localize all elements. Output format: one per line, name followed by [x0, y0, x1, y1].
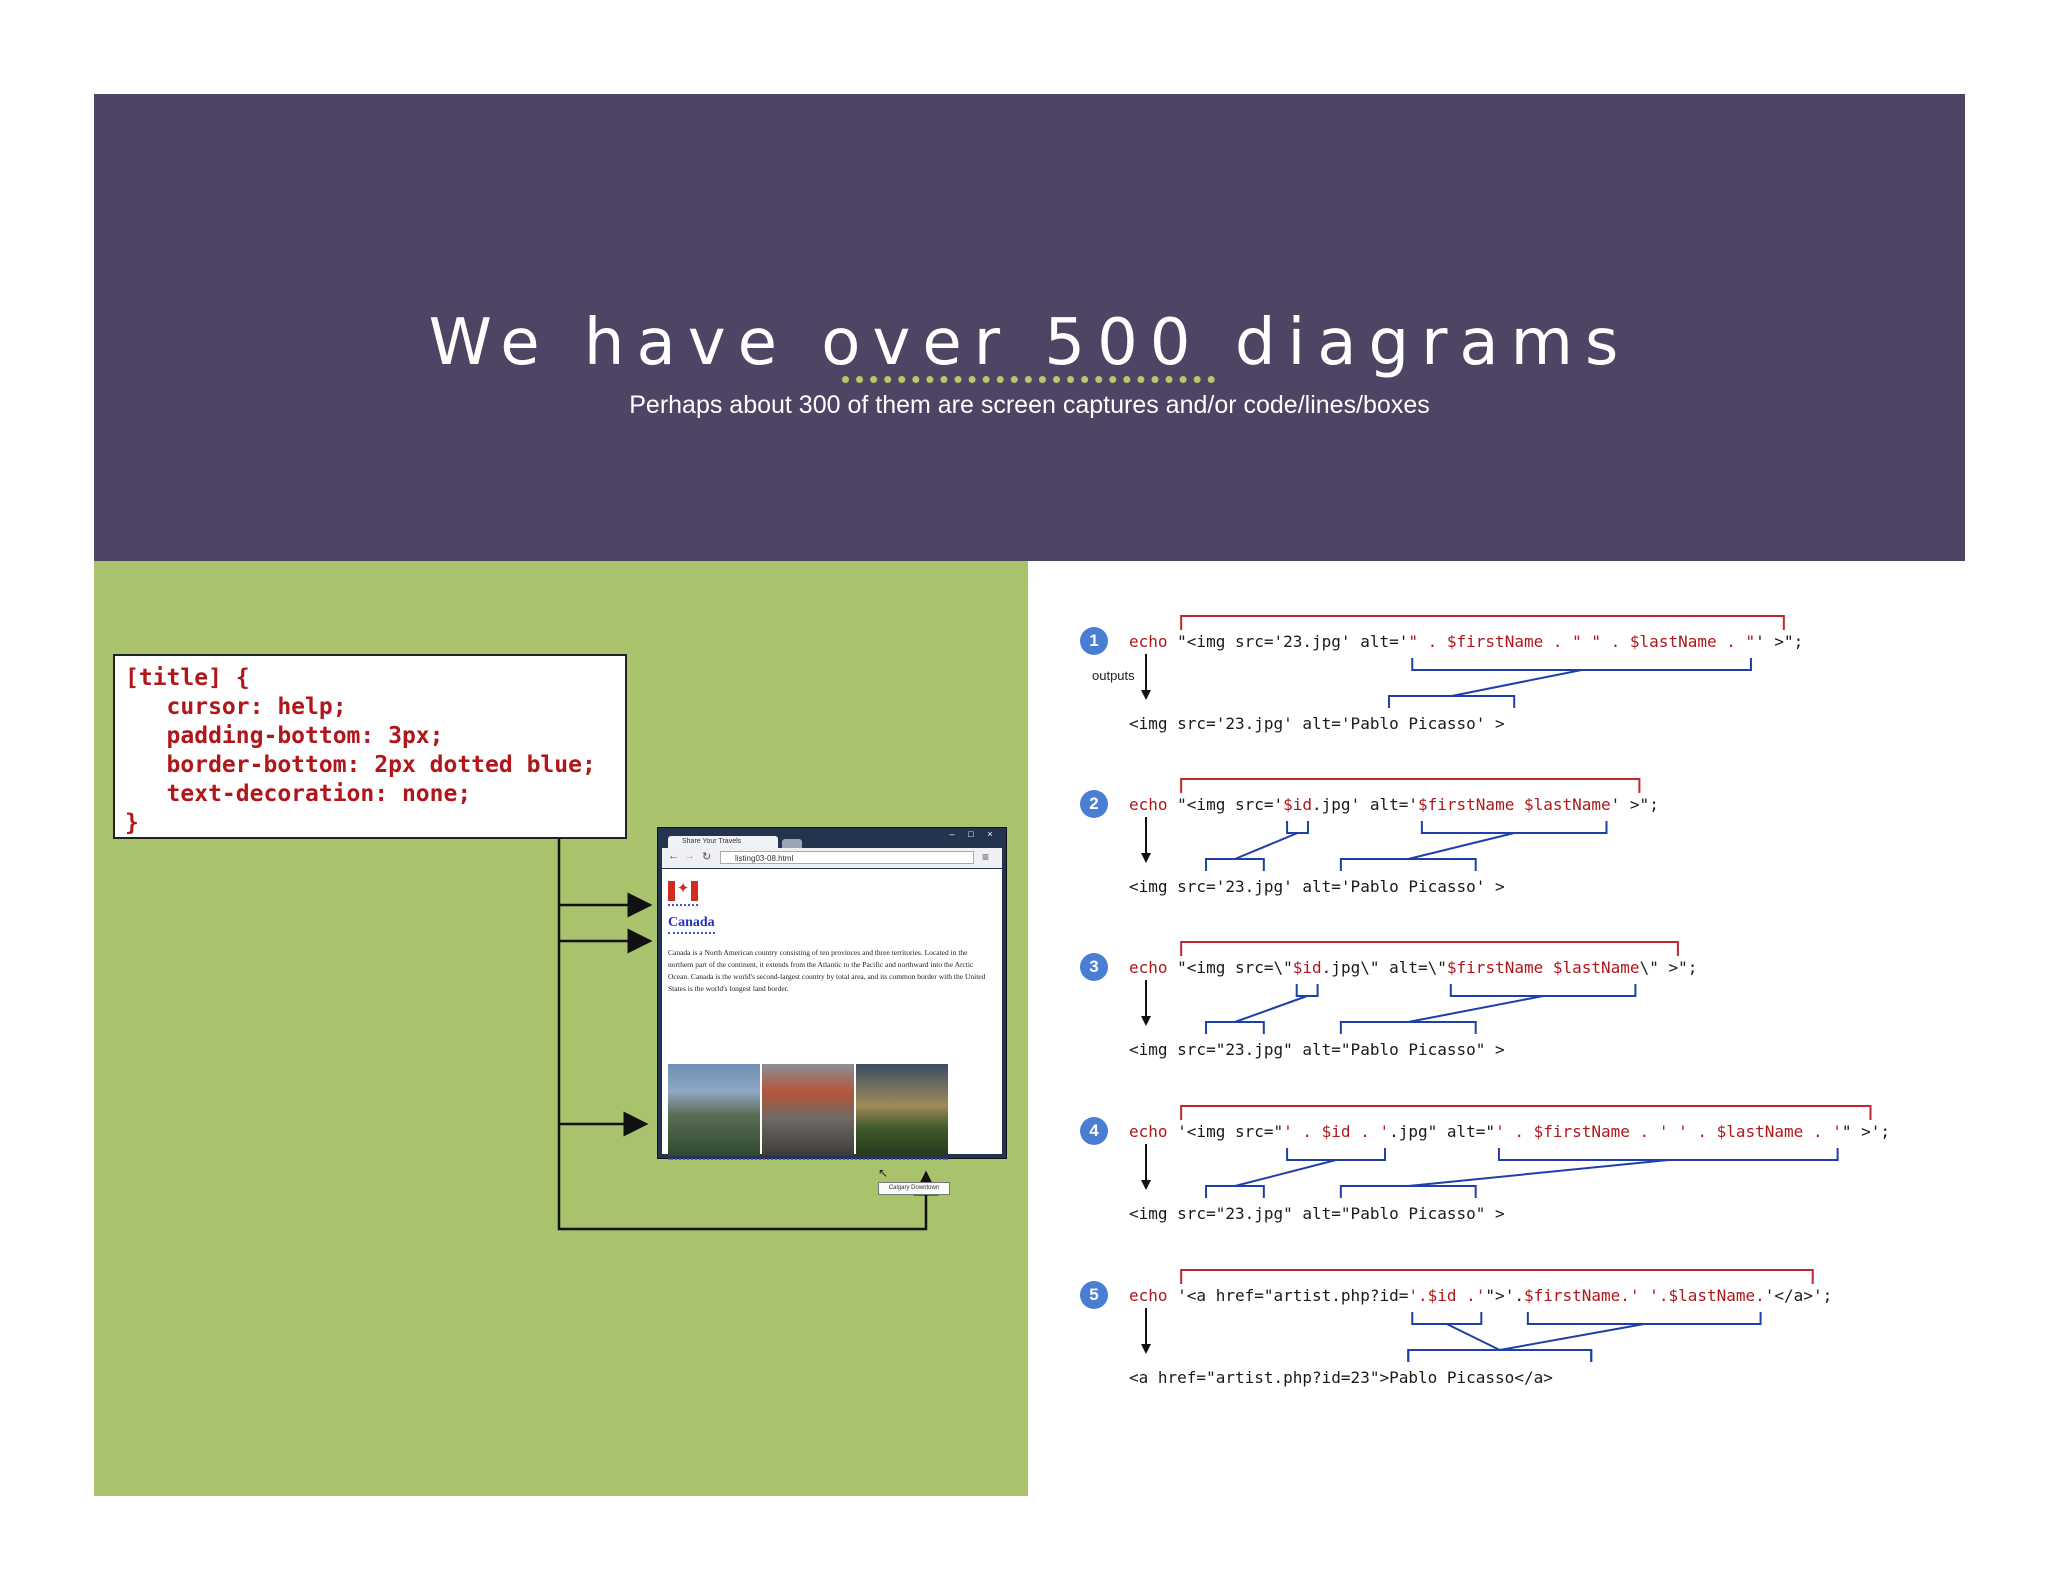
- tooltip: Calgary Downtown: [878, 1182, 950, 1195]
- css-code-line: }: [125, 810, 139, 836]
- php-variable-segment: $firstName $lastName: [1418, 795, 1611, 814]
- php-string-segment: ' >";: [1610, 795, 1659, 814]
- connector-arrows: [557, 839, 939, 1231]
- php-string-segment: ' >";: [1755, 632, 1804, 651]
- echo-keyword: echo: [1129, 958, 1168, 977]
- php-string-segment: .jpg" alt=": [1389, 1122, 1496, 1141]
- maximize-icon[interactable]: □: [968, 829, 974, 839]
- php-output-html: <a href="artist.php?id=23">Pablo Picasso…: [1129, 1368, 1553, 1387]
- photo-mountains[interactable]: [668, 1064, 760, 1156]
- php-string-segment: "<img src='23.jpg' alt=': [1167, 632, 1409, 651]
- bracket-lines: [1141, 615, 1872, 1362]
- canada-heading[interactable]: Canada: [668, 915, 715, 934]
- php-echo-code: echo "<img src=\"$id.jpg\" alt=\"$firstN…: [1129, 958, 1697, 977]
- css-code-line: [title] {: [125, 665, 250, 691]
- page-subtitle: Perhaps about 300 of them are screen cap…: [629, 391, 1430, 419]
- php-output-html: <img src='23.jpg' alt='Pablo Picasso' >: [1129, 714, 1505, 733]
- php-variable-segment: $id: [1292, 958, 1322, 977]
- browser-viewport: ✦ Canada Canada is a North American coun…: [662, 869, 1002, 1195]
- php-string-segment: '<img src=": [1167, 1122, 1284, 1141]
- reload-icon[interactable]: ↻: [702, 851, 712, 863]
- php-variable-segment: $firstName $lastName: [1446, 958, 1640, 977]
- php-string-segment: " >';: [1841, 1122, 1891, 1141]
- php-string-segment: .jpg' alt=': [1312, 795, 1418, 814]
- php-variable-segment: " . $firstName . " " . $lastName . ": [1408, 632, 1756, 651]
- css-code-line: padding-bottom: 3px;: [125, 723, 444, 749]
- cursor-help-icon: ↖: [878, 1166, 889, 1180]
- php-echo-code: echo '<img src="' . $id . '.jpg" alt="' …: [1129, 1122, 1890, 1141]
- echo-keyword: echo: [1129, 632, 1168, 651]
- css-example-panel: [title] { cursor: help; padding-bottom: …: [94, 561, 1028, 1496]
- php-variable-segment: $id: [1283, 795, 1313, 814]
- php-string-segment: .jpg\" alt=\": [1321, 958, 1447, 977]
- echo-keyword: echo: [1129, 1122, 1168, 1141]
- header-banner: We have over 500 diagrams Perhaps about …: [94, 94, 1965, 561]
- example-number-badge: 5: [1080, 1281, 1108, 1309]
- css-code-line: text-decoration: none;: [125, 781, 472, 807]
- php-string-segment: "<img src=': [1167, 795, 1284, 814]
- php-output-html: <img src="23.jpg" alt="Pablo Picasso" >: [1129, 1204, 1505, 1223]
- php-echo-code: echo '<a href="artist.php?id='.$id .'">'…: [1129, 1286, 1832, 1305]
- canada-flag: ✦: [668, 880, 698, 901]
- php-variable-segment: '.$id .': [1408, 1286, 1486, 1305]
- php-variable-segment: ' . $id . ': [1283, 1122, 1390, 1141]
- browser-tab[interactable]: Share Your Travels: [668, 836, 778, 848]
- new-tab-button[interactable]: [782, 839, 802, 848]
- title-dotted-underline: [842, 376, 1215, 383]
- page-title: We have over 500 diagrams: [428, 306, 1631, 380]
- php-string-segment: \" >";: [1639, 958, 1698, 977]
- browser-window: Share Your Travels – □ × ← → ↻ listing03…: [657, 827, 1007, 1195]
- echo-keyword: echo: [1129, 1286, 1168, 1305]
- flag-dotted-underline: [668, 904, 698, 906]
- example-number-badge: 4: [1080, 1117, 1108, 1145]
- minimize-icon[interactable]: –: [949, 829, 955, 839]
- photo-calgary[interactable]: [856, 1064, 948, 1156]
- forward-arrow-icon[interactable]: →: [684, 850, 695, 862]
- menu-icon[interactable]: ≡: [982, 850, 990, 864]
- back-arrow-icon[interactable]: ←: [668, 850, 679, 862]
- php-output-html: <img src='23.jpg' alt='Pablo Picasso' >: [1129, 877, 1505, 896]
- outputs-label: outputs: [1092, 668, 1135, 683]
- browser-toolbar: ← → ↻ listing03-08.html ≡: [662, 848, 1002, 868]
- php-string-segment: ">'.: [1485, 1286, 1524, 1305]
- canada-paragraph: Canada is a North American country consi…: [668, 948, 986, 993]
- php-string-segment: "<img src=\": [1167, 958, 1293, 977]
- css-code-line: cursor: help;: [125, 694, 347, 720]
- php-output-html: <img src="23.jpg" alt="Pablo Picasso" >: [1129, 1040, 1505, 1059]
- close-icon[interactable]: ×: [987, 829, 993, 839]
- browser-tab-bar: Share Your Travels – □ ×: [658, 828, 1006, 848]
- css-code-line: border-bottom: 2px dotted blue;: [125, 752, 596, 778]
- php-echo-code: echo "<img src='23.jpg' alt='" . $firstN…: [1129, 632, 1803, 651]
- php-string-segment: '</a>';: [1764, 1286, 1833, 1305]
- php-variable-segment: ' . $firstName . ' ' . $lastName . ': [1495, 1122, 1842, 1141]
- example-number-badge: 3: [1080, 953, 1108, 981]
- php-variable-segment: $firstName.' '.$lastName.: [1523, 1286, 1765, 1305]
- maple-leaf-icon: ✦: [676, 880, 690, 897]
- php-string-segment: '<a href="artist.php?id=: [1167, 1286, 1409, 1305]
- css-code-box: [title] { cursor: help; padding-bottom: …: [113, 654, 627, 839]
- arrow-to-tooltip: [557, 839, 939, 1231]
- address-bar[interactable]: listing03-08.html: [720, 851, 974, 864]
- php-echo-code: echo "<img src='$id.jpg' alt='$firstName…: [1129, 795, 1659, 814]
- photo-buildings[interactable]: [762, 1064, 854, 1156]
- photos-dotted-underline: [668, 1158, 948, 1160]
- example-number-badge: 2: [1080, 790, 1108, 818]
- echo-keyword: echo: [1129, 795, 1168, 814]
- example-number-badge: 1: [1080, 627, 1108, 655]
